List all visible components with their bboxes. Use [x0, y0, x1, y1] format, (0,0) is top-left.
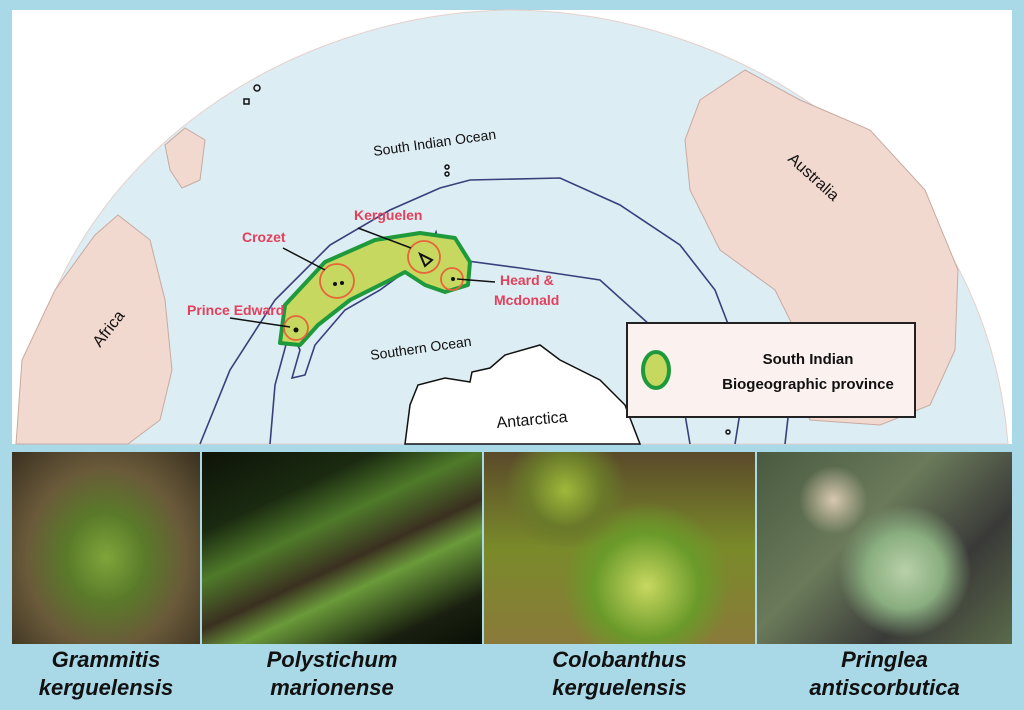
legend-line2: Biogeographic province — [722, 376, 894, 393]
small-islands — [243, 84, 731, 435]
label-heard: Heard & — [500, 272, 554, 288]
antarctica-landmass — [404, 344, 642, 445]
label-kerguelen: Kerguelen — [354, 207, 422, 223]
leader-lines — [229, 227, 496, 328]
africa-landmass — [15, 214, 173, 445]
map: Kerguelen Crozet Prince Edward Heard & M… — [12, 9, 1012, 445]
caption-genus: Grammitis — [51, 647, 161, 672]
crozet-circle — [319, 263, 355, 299]
caption-grammitis: Grammitis kerguelensis — [12, 646, 200, 702]
photo-pringlea-antiscorbutica — [757, 452, 1012, 644]
caption-polystichum: Polystichum marionense — [202, 646, 462, 702]
legend-swatch — [641, 350, 671, 390]
caption-genus: Pringlea — [841, 647, 928, 672]
photo-grammitis-kerguelensis — [12, 452, 200, 644]
label-crozet: Crozet — [242, 229, 286, 245]
caption-epithet: kerguelensis — [552, 675, 687, 700]
caption-epithet: kerguelensis — [38, 675, 174, 700]
prince-edward-circle — [283, 315, 309, 341]
madagascar-landmass — [164, 127, 206, 189]
photo-colobanthus-kerguelensis — [484, 452, 755, 644]
caption-pringlea: Pringlea antiscorbutica — [757, 646, 1012, 702]
label-mcdonald: Mcdonald — [494, 292, 559, 308]
island-circles — [283, 240, 464, 341]
kerguelen-island — [418, 251, 434, 268]
legend: South Indian Biogeographic province — [626, 322, 916, 418]
caption-epithet: marionense — [270, 675, 394, 700]
kerguelen-circle — [407, 240, 441, 274]
caption-colobanthus: Colobanthus kerguelensis — [484, 646, 755, 702]
label-antarctica: Antarctica — [496, 409, 568, 432]
caption-genus: Polystichum — [266, 647, 398, 672]
legend-line1: South Indian — [763, 351, 854, 368]
caption-epithet: antiscorbutica — [809, 675, 960, 700]
label-prince-edward: Prince Edward — [187, 302, 284, 318]
photo-polystichum-marionense — [202, 452, 482, 644]
caption-genus: Colobanthus — [552, 647, 687, 672]
